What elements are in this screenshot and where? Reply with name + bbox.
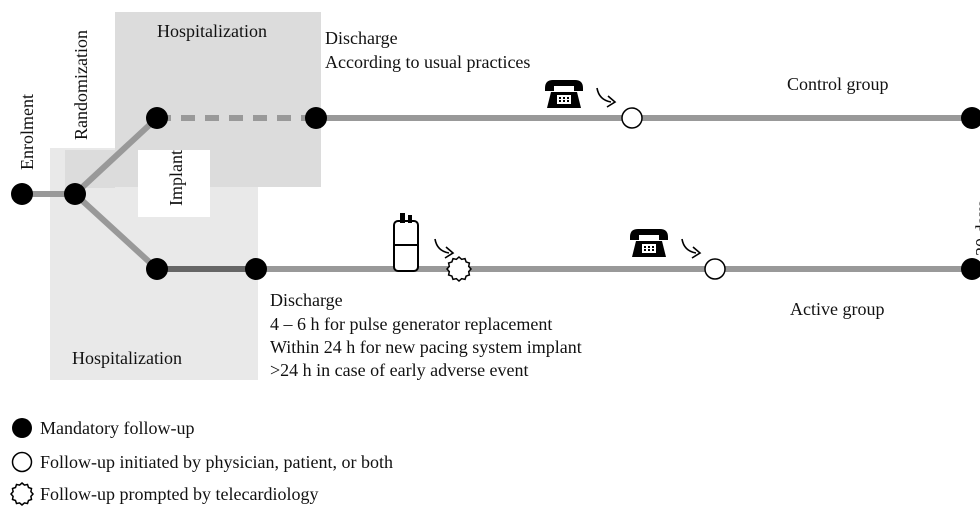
active-initiated-node [704,258,726,280]
discharge-note-line: >24 h in case of early adverse event [270,360,529,380]
enrolment-node [11,183,33,205]
telephone-icon [545,80,583,108]
control-end-node [961,107,980,129]
hospitalization-label-top: Hospitalization [157,21,267,41]
active-group-label: Active group [790,299,884,319]
branch-line-active [72,191,160,272]
end-timepoint-label: 30 days [972,201,980,257]
telecardiology-node [445,255,473,283]
hospitalization-label-bottom: Hospitalization [72,348,182,368]
filled-circle-icon [12,418,32,438]
enrolment-label: Enrolment [17,94,37,170]
discharge-label-top: Discharge [325,28,398,48]
control-group-label: Control group [787,74,889,94]
curved-arrow-icon [434,238,455,259]
discharge-note-top: According to usual practices [325,52,530,72]
active-hospital-node [146,258,168,280]
legend-text: Mandatory follow-up [40,417,195,438]
curved-arrow-icon [596,87,617,108]
open-circle-icon [11,451,33,473]
discharge-note-line: Within 24 h for new pacing system implan… [270,337,582,357]
starburst-circle-icon [10,482,34,506]
control-hospital-node [146,107,168,129]
study-flow-diagram: Enrolment Randomization Implant Hospital… [11,12,980,380]
discharge-note-line: 4 – 6 h for pulse generator replacement [270,314,552,334]
randomization-node [64,183,86,205]
legend-item-telecardiology: Follow-up prompted by telecardiology [10,481,318,507]
pacemaker-device-icon [393,213,419,272]
curved-arrow-icon [681,238,702,259]
control-discharge-node [305,107,327,129]
legend-text: Follow-up initiated by physician, patien… [40,451,393,472]
implant-label: Implant [166,150,186,206]
legend-item-mandatory: Mandatory follow-up [10,415,194,441]
legend-text: Follow-up prompted by telecardiology [40,483,319,504]
discharge-label-bottom: Discharge [270,290,343,310]
telephone-icon [630,229,668,257]
active-end-node [961,258,980,280]
legend-item-initiated: Follow-up initiated by physician, patien… [10,449,393,475]
active-discharge-node [245,258,267,280]
implant-box [138,150,210,217]
branch-line-control [72,115,160,197]
control-initiated-node [621,107,643,129]
randomization-label: Randomization [71,30,91,140]
